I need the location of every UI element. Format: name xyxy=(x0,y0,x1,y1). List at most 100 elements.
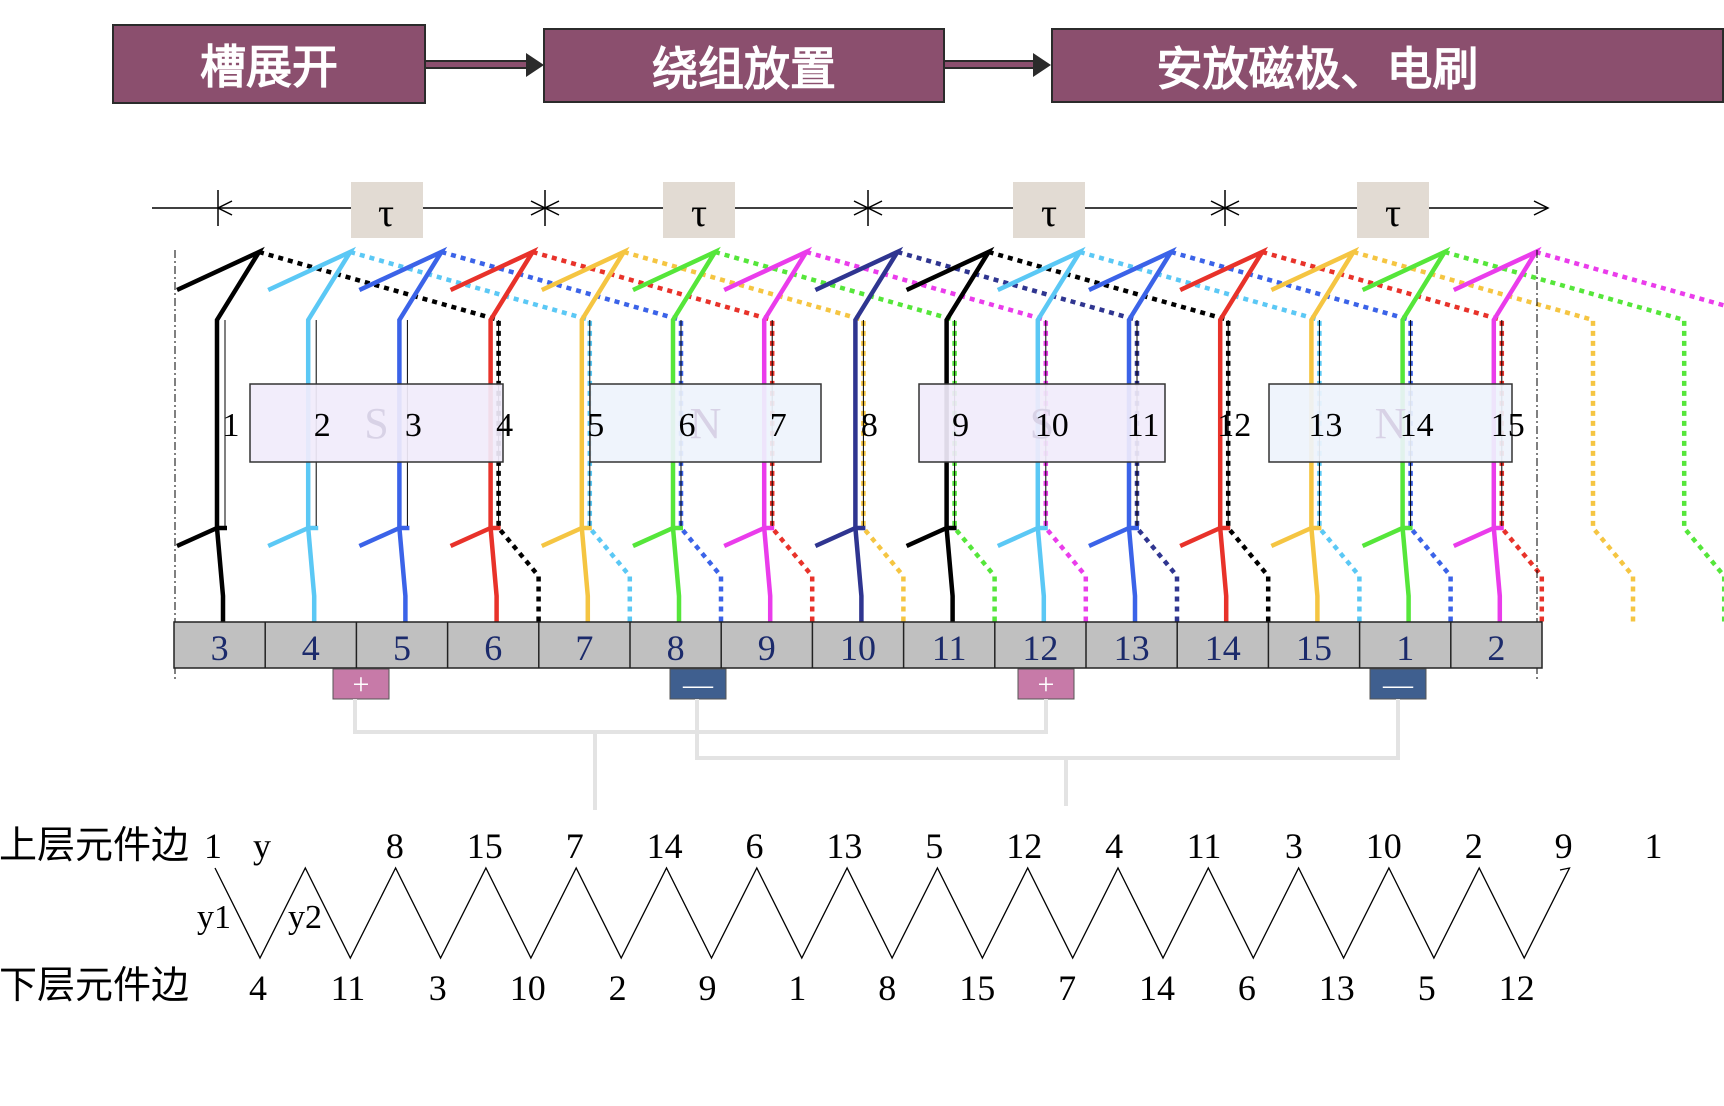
lower-value-9: 15 xyxy=(959,968,995,1008)
y2-label: y2 xyxy=(288,899,322,936)
coil-3-lead xyxy=(397,527,408,622)
tau-label-1: τ xyxy=(378,190,394,235)
coil-11-upper-end xyxy=(1088,525,1130,549)
y-label: y xyxy=(253,826,271,866)
lower-value-6: 9 xyxy=(699,968,717,1008)
coil-15-lower-side xyxy=(1535,249,1724,308)
upper-value-14: 2 xyxy=(1465,826,1483,866)
flow-step-3-label: 安放磁极、电刷 xyxy=(1156,41,1479,96)
coil-6-lead xyxy=(670,527,682,622)
lower-value-1: 4 xyxy=(249,968,267,1008)
lower-value-10: 7 xyxy=(1058,968,1076,1008)
flow-step-winding-place: 绕组放置 xyxy=(543,28,945,103)
coil-10-lead xyxy=(1035,527,1047,622)
pole-label-3: S xyxy=(1030,399,1054,448)
slot-number-5: 5 xyxy=(587,407,604,444)
coil-3-upper-side xyxy=(358,246,448,531)
lower-value-4: 10 xyxy=(510,968,546,1008)
coil-9-lead xyxy=(944,527,955,622)
coil-12-lead xyxy=(1217,527,1229,622)
lower-layer-label: 下层元件边 xyxy=(0,965,189,1007)
lower-value-3: 3 xyxy=(429,968,447,1008)
commutator-segment-15: 2 xyxy=(1487,628,1505,668)
coil-9-lower-side xyxy=(987,249,1271,622)
lower-value-8: 8 xyxy=(878,968,896,1008)
brush-polarity-1: + xyxy=(353,668,370,701)
coil-8-upper-side xyxy=(814,246,904,531)
coil-13-upper-side xyxy=(1270,246,1360,531)
tau-label-2: τ xyxy=(691,190,707,235)
lower-value-13: 13 xyxy=(1319,968,1355,1008)
upper-value-13: 10 xyxy=(1366,826,1402,866)
coil-5-upper-end xyxy=(540,525,583,549)
slot-number-6: 6 xyxy=(679,407,696,444)
coil-2-lower-side xyxy=(349,249,633,622)
commutator-segment-11: 13 xyxy=(1114,628,1150,668)
tau-label-4: τ xyxy=(1385,190,1401,235)
tau-label-3: τ xyxy=(1041,190,1057,235)
commutator-segment-10: 12 xyxy=(1022,628,1058,668)
flow-arrow-2-head xyxy=(1033,53,1051,77)
commutator-segment-12: 14 xyxy=(1205,628,1241,668)
coil-14-upper-end xyxy=(1361,525,1404,549)
upper-value-10: 4 xyxy=(1105,826,1123,866)
brush-polarity-3: + xyxy=(1038,668,1055,701)
coil-2-upper-side xyxy=(267,246,357,531)
coil-7-upper-end xyxy=(723,525,766,549)
lower-value-12: 6 xyxy=(1238,968,1256,1008)
coil-1-lead xyxy=(214,527,226,622)
coil-9-upper-side xyxy=(905,246,995,531)
coil-1-upper-end xyxy=(176,525,218,549)
coil-13-upper-end xyxy=(1270,525,1313,549)
tau-label-box-3 xyxy=(1013,182,1085,238)
flow-arrow-1 xyxy=(426,60,526,69)
wire-negative xyxy=(695,699,1400,760)
lower-value-11: 14 xyxy=(1139,968,1175,1008)
brush-3 xyxy=(1017,668,1075,700)
pole-3 xyxy=(918,383,1166,463)
pole-label-4: N xyxy=(1375,399,1407,448)
wire-positive xyxy=(353,699,1048,734)
slot-number-7: 7 xyxy=(770,407,787,444)
coil-15-lead xyxy=(1491,527,1503,622)
winding-zigzag xyxy=(214,866,1571,960)
upper-value-4: 7 xyxy=(566,826,584,866)
commutator-segment-7: 9 xyxy=(758,628,776,668)
brush-1 xyxy=(332,668,390,700)
upper-value-11: 11 xyxy=(1187,826,1222,866)
coil-7-lower-side xyxy=(805,249,1089,622)
coil-12-upper-side xyxy=(1179,246,1269,531)
coil-14-upper-side xyxy=(1361,246,1451,531)
flow-arrow-1-head xyxy=(526,53,544,77)
upper-value-9: 12 xyxy=(1006,826,1042,866)
coil-11-lower-side xyxy=(1170,249,1453,622)
flow-step-poles-brushes: 安放磁极、电刷 xyxy=(1051,28,1724,103)
tau-label-box-4 xyxy=(1357,182,1429,238)
commutator-segment-3: 5 xyxy=(393,628,411,668)
commutator-segment-6: 8 xyxy=(667,628,685,668)
coil-4-lead xyxy=(488,527,499,622)
pitch-arrow-right-1 xyxy=(530,200,547,216)
coil-6-lower-side xyxy=(714,249,997,622)
pitch-arrow-left-1 xyxy=(216,200,233,216)
coil-14-lead xyxy=(1400,527,1411,622)
flow-step-1-label: 槽展开 xyxy=(200,40,338,94)
coil-5-lower-side xyxy=(623,249,906,622)
pole-label-1: S xyxy=(364,399,388,448)
brush-2 xyxy=(669,668,727,700)
coil-8-upper-end xyxy=(814,525,857,549)
coil-10-upper-end xyxy=(996,525,1039,549)
coil-8-lead xyxy=(853,527,864,622)
coil-4-upper-side xyxy=(449,246,539,531)
lower-value-15: 12 xyxy=(1499,968,1535,1008)
coil-15-upper-side xyxy=(1452,246,1542,531)
slot-number-13: 13 xyxy=(1308,407,1342,444)
commutator-segment-2: 4 xyxy=(302,628,320,668)
slot-number-11: 11 xyxy=(1127,407,1160,444)
lower-value-5: 2 xyxy=(609,968,627,1008)
commutator-segment-8: 10 xyxy=(840,628,876,668)
pitch-arrow-right-4 xyxy=(1533,200,1550,216)
coil-12-lower-side xyxy=(1261,249,1545,622)
flow-step-slot-unfold: 槽展开 xyxy=(112,24,426,104)
